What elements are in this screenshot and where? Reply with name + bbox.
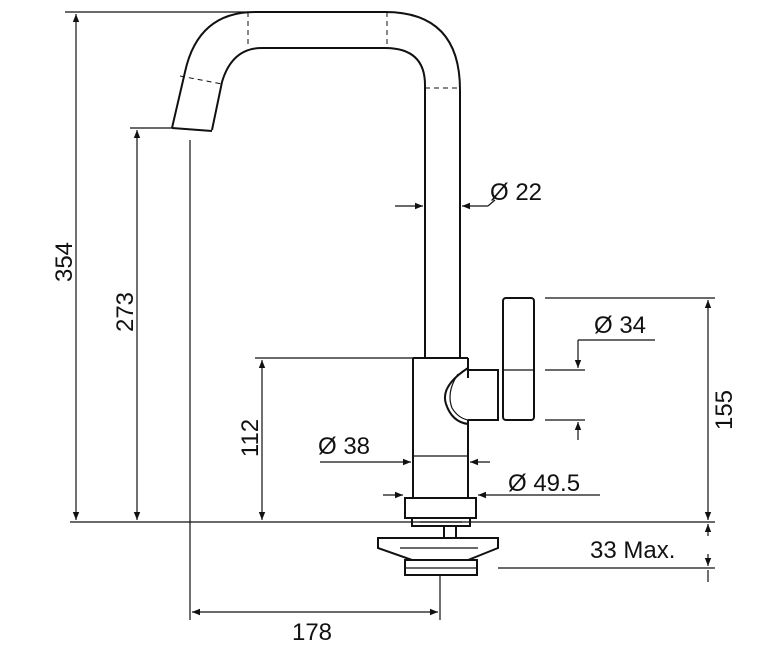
faucet-outline (171, 11, 535, 576)
body-diameter-label: Ø 38 (318, 433, 370, 460)
lever-height-label: 155 (711, 390, 738, 430)
body-height-label: 112 (237, 419, 264, 457)
dimension-lines (72, 14, 712, 616)
extension-lines (65, 11, 715, 620)
spout-reach-label: 178 (292, 619, 332, 646)
handle-diameter-label: Ø 34 (594, 312, 646, 339)
spout-diameter-label: Ø 22 (490, 179, 542, 206)
mounting-max-label: 33 Max. (590, 537, 675, 564)
overall-height-label: 354 (51, 242, 78, 282)
base-diameter-label: Ø 49.5 (508, 470, 580, 497)
spout-height-label: 273 (112, 292, 139, 332)
